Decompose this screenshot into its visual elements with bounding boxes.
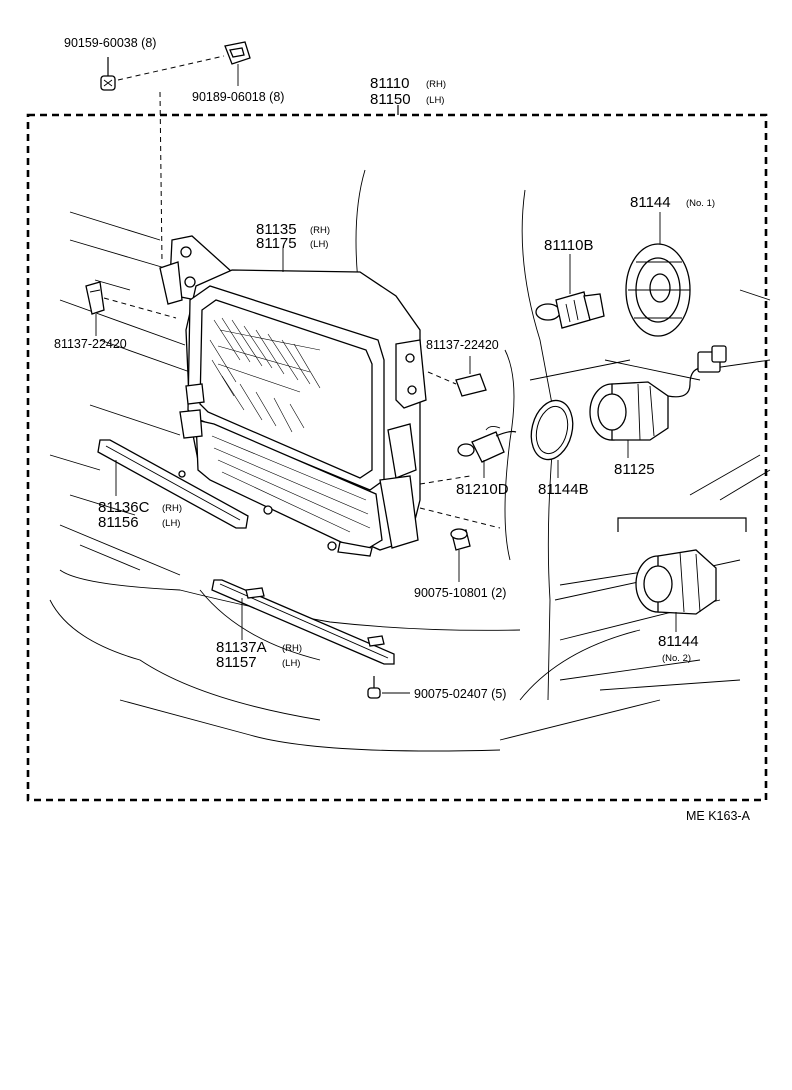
cover-no1-part bbox=[625, 243, 691, 337]
cover-no2-part bbox=[635, 549, 717, 615]
label-assy-rh-side: (RH) bbox=[426, 79, 446, 90]
label-assy-lh: 81150 bbox=[370, 91, 411, 108]
label-cover-no1-sub: (No. 1) bbox=[686, 198, 715, 209]
label-unit-lh-side: (LH) bbox=[310, 239, 328, 250]
label-clip: 90075-10801 (2) bbox=[414, 586, 506, 600]
label-cover-no1: 81144 bbox=[630, 194, 671, 211]
label-trim-rh-side: (RH) bbox=[162, 503, 182, 514]
label-socket: 81125 bbox=[614, 461, 655, 478]
bulb-part bbox=[535, 291, 605, 329]
nut-90189-part bbox=[224, 41, 251, 65]
label-lower-lh: 81157 bbox=[216, 654, 257, 671]
bracket-left-dashline bbox=[103, 297, 177, 319]
label-screw-90159: 90159-60038 (8) bbox=[64, 36, 156, 50]
label-trim-lh: 81156 bbox=[98, 514, 139, 531]
screw-down-dashline bbox=[159, 91, 163, 263]
side-bulb-part bbox=[457, 425, 517, 463]
label-cover-no2: 81144 bbox=[658, 633, 699, 650]
screw-90159-part bbox=[100, 57, 116, 91]
label-bracket-left: 81137-22420 bbox=[54, 337, 127, 351]
screw-nut-dashline bbox=[117, 55, 225, 81]
socket-part bbox=[589, 345, 727, 441]
label-side-bulb: 81210D bbox=[456, 481, 509, 498]
label-lower-rh-side: (RH) bbox=[282, 643, 302, 654]
label-screw-lower: 90075-02407 (5) bbox=[414, 687, 506, 701]
bracket-left-part bbox=[85, 281, 105, 315]
screw-lower-part bbox=[367, 676, 381, 699]
option-bracket bbox=[617, 517, 747, 532]
headlamp-unit bbox=[159, 235, 427, 557]
vehicle-body-outline bbox=[49, 169, 771, 752]
bracket-right-part bbox=[455, 373, 487, 397]
bracket-right-dashline bbox=[427, 371, 457, 385]
label-unit-rh: 81135 bbox=[256, 221, 297, 238]
label-unit-lh: 81175 bbox=[256, 235, 297, 252]
assembly-frame bbox=[26, 113, 768, 802]
label-lower-rh: 81137A bbox=[216, 639, 267, 656]
label-bulb: 81110B bbox=[544, 237, 594, 254]
label-trim-lh-side: (LH) bbox=[162, 518, 180, 529]
footer-code: ME K163-A bbox=[686, 809, 751, 823]
trim-upper-part bbox=[97, 439, 249, 529]
gasket-part bbox=[530, 399, 574, 461]
label-assy-rh: 81110 bbox=[370, 75, 410, 92]
label-assy-lh-side: (LH) bbox=[426, 95, 444, 106]
label-unit-rh-side: (RH) bbox=[310, 225, 330, 236]
label-bracket-right: 81137-22420 bbox=[426, 338, 499, 352]
label-lower-lh-side: (LH) bbox=[282, 658, 300, 669]
clip-part bbox=[450, 528, 471, 551]
clip-dashline bbox=[419, 507, 501, 529]
label-trim-rh: 81136C bbox=[98, 499, 150, 516]
lower-molding-part bbox=[211, 579, 395, 665]
label-gasket: 81144B bbox=[538, 481, 589, 498]
label-cover-no2-sub: (No. 2) bbox=[662, 653, 691, 664]
label-nut-90189: 90189-06018 (8) bbox=[192, 90, 284, 104]
